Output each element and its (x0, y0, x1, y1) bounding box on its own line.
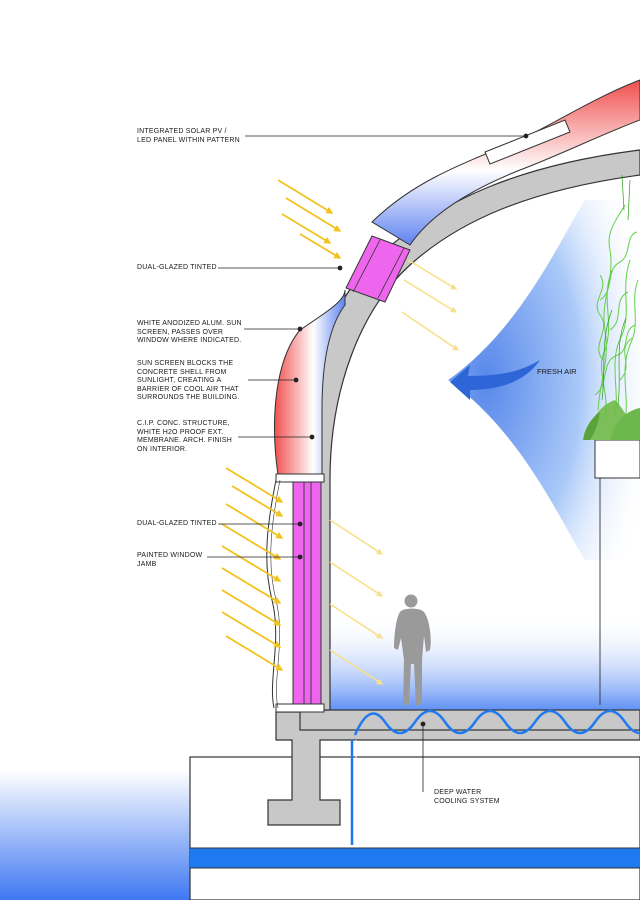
sun-rays-through-upper (401, 259, 460, 351)
ground-water-gradient (0, 770, 195, 900)
fresh-air-arrow-icon (450, 360, 540, 400)
label-sun-screen-blocks: SUN SCREEN BLOCKS THE CONCRETE SHELL FRO… (137, 360, 240, 402)
sun-screen-side (274, 289, 346, 476)
interior-cool-air-gradient (320, 615, 640, 715)
radiant-cooling-loop (353, 709, 640, 736)
window-jamb-top (275, 473, 325, 483)
sun-rays-through-lower (329, 519, 384, 685)
lower-glazing (292, 479, 322, 709)
solar-pv-panel (484, 119, 571, 165)
label-dual-glazed-lower: DUAL-GLAZED TINTED (137, 520, 217, 527)
fresh-air-plume (448, 200, 640, 560)
label-cip-structure: C.I.P. CONC. STRUCTURE, WHITE H2O PROOF … (137, 420, 233, 453)
label-fresh-air: FRESH AIR (537, 367, 577, 376)
bamboo-planter-icon (583, 174, 640, 440)
sun-rays-lower (221, 467, 284, 671)
label-sun-screen-alum: WHITE ANODIZED ALUM. SUN SCREEN, PASSES … (137, 320, 242, 345)
foundation-block (189, 756, 640, 900)
label-deep-water: DEEP WATER COOLING SYSTEM (434, 789, 500, 805)
deep-water-channel (190, 848, 640, 868)
label-dual-glazed-upper: DUAL-GLAZED TINTED (137, 264, 217, 271)
window-jamb-bottom (275, 703, 325, 713)
floor-slab (299, 709, 640, 731)
planter-box (594, 439, 640, 479)
label-window-jamb: PAINTED WINDOW JAMB (137, 552, 203, 568)
human-silhouette-icon (394, 594, 431, 706)
exterior-screen-line (266, 479, 277, 709)
sun-screen-upper (371, 79, 640, 246)
sun-rays-upper (277, 179, 342, 259)
label-solar-pv: INTEGRATED SOLAR PV / LED PANEL WITHIN P… (137, 128, 240, 144)
upper-glazing (345, 235, 411, 303)
leader-lines (207, 133, 529, 792)
